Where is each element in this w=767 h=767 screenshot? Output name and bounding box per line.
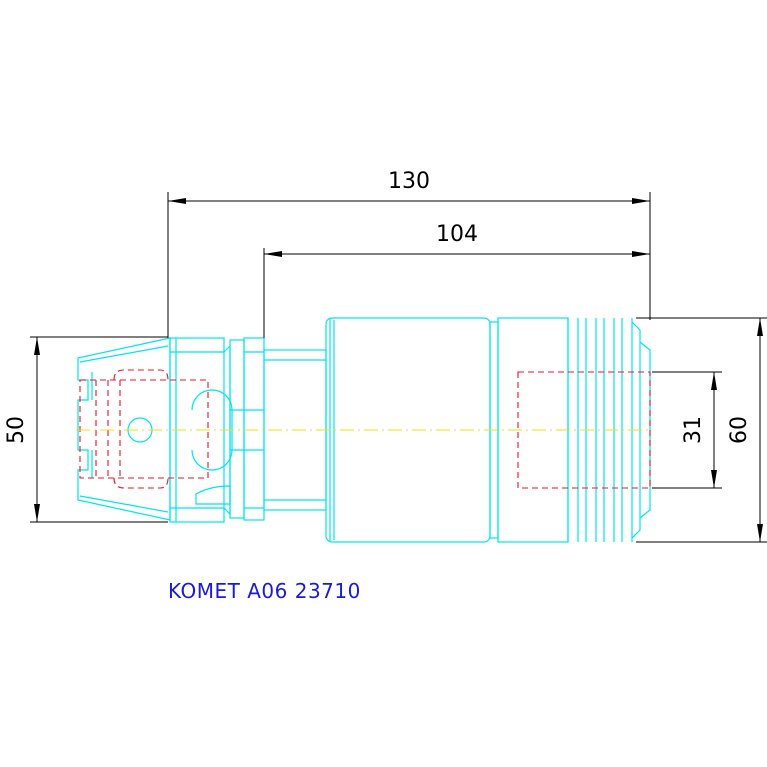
dimension-label-60: 60: [727, 416, 752, 444]
dimension-104: 104: [263, 222, 650, 338]
dimension-label-104: 104: [436, 222, 478, 247]
dimension-60: 60: [636, 317, 767, 543]
dimension-31: 31: [652, 371, 722, 489]
dimension-label-50: 50: [4, 416, 29, 444]
adapter-outline: [77, 337, 171, 521]
part-number-caption: KOMET A06 23710: [168, 579, 361, 603]
hidden-lines: [79, 369, 651, 489]
dimension-label-31: 31: [681, 416, 706, 444]
dimension-label-130: 130: [388, 169, 430, 194]
bore-hidden-outline: [517, 371, 651, 489]
dimension-130: 130: [167, 169, 651, 338]
dimension-50: 50: [4, 336, 168, 523]
